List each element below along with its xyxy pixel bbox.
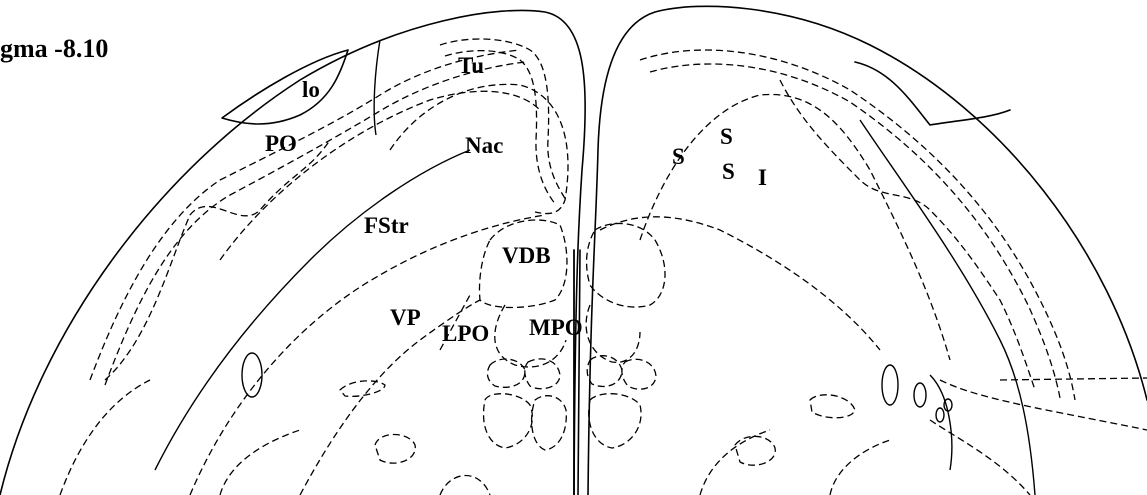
left-solid-oval-1	[242, 353, 262, 397]
label-vdb: VDB	[502, 244, 551, 267]
label-mpo: MPO	[529, 316, 583, 339]
right-solid-oval-3	[936, 408, 944, 422]
left-hemisphere-outline	[0, 10, 585, 495]
label-po: PO	[265, 132, 297, 155]
left-bottom-arc-1	[440, 475, 490, 495]
lower-right-blob-2	[622, 359, 656, 389]
lower-left-blob-3	[484, 394, 533, 448]
right-wave-band	[780, 80, 1035, 390]
midline-inner	[578, 250, 580, 495]
label-i: I	[758, 166, 767, 189]
lower-right-blob-3	[589, 394, 641, 448]
left-lower-curve	[375, 434, 415, 463]
left-solid-inner	[155, 150, 470, 470]
lower-left-blob-1	[487, 359, 525, 387]
right-side-line-2	[930, 420, 1030, 495]
left-small-oval	[340, 381, 385, 397]
vdb-right	[587, 223, 665, 307]
fstr-boundary	[190, 215, 545, 495]
right-oval-2	[810, 395, 855, 418]
lower-right-blob-1	[587, 356, 622, 387]
label-s-top: S	[720, 125, 733, 148]
right-cortex-band-outer	[640, 50, 1075, 400]
right-dash-to-edge	[1000, 378, 1147, 380]
right-lower-arc-2	[830, 440, 890, 495]
right-solid-region	[855, 62, 1010, 125]
left-outer-lower	[60, 380, 150, 495]
right-hemisphere-outline	[588, 6, 1147, 495]
lower-left-blob-2	[525, 359, 560, 389]
mpo-right	[586, 305, 640, 362]
bregma-title: gma -8.10	[0, 36, 108, 62]
label-fstr: FStr	[364, 214, 409, 237]
left-cortex-wave	[105, 140, 330, 380]
right-side-line	[940, 380, 1147, 430]
left-solid-line	[374, 40, 380, 135]
right-solid-curve-2	[860, 120, 1035, 495]
label-lpo: LPO	[442, 322, 489, 345]
label-lo: lo	[302, 78, 320, 101]
lower-left-blob-4	[532, 396, 567, 450]
right-solid-oval-2	[914, 383, 926, 407]
right-s1-boundary	[600, 217, 880, 350]
label-vp: VP	[390, 306, 421, 329]
right-solid-oval-1	[882, 365, 898, 405]
right-striatum-boundary	[640, 94, 950, 360]
label-nac: Nac	[465, 134, 503, 157]
right-oval-1	[735, 436, 775, 465]
right-lower-arc	[700, 430, 770, 495]
lo-region	[222, 50, 348, 124]
left-bottom-arc-2	[220, 430, 300, 495]
label-tu: Tu	[458, 54, 484, 77]
label-s-left: S	[672, 145, 685, 168]
label-s-bottom: S	[722, 160, 735, 183]
